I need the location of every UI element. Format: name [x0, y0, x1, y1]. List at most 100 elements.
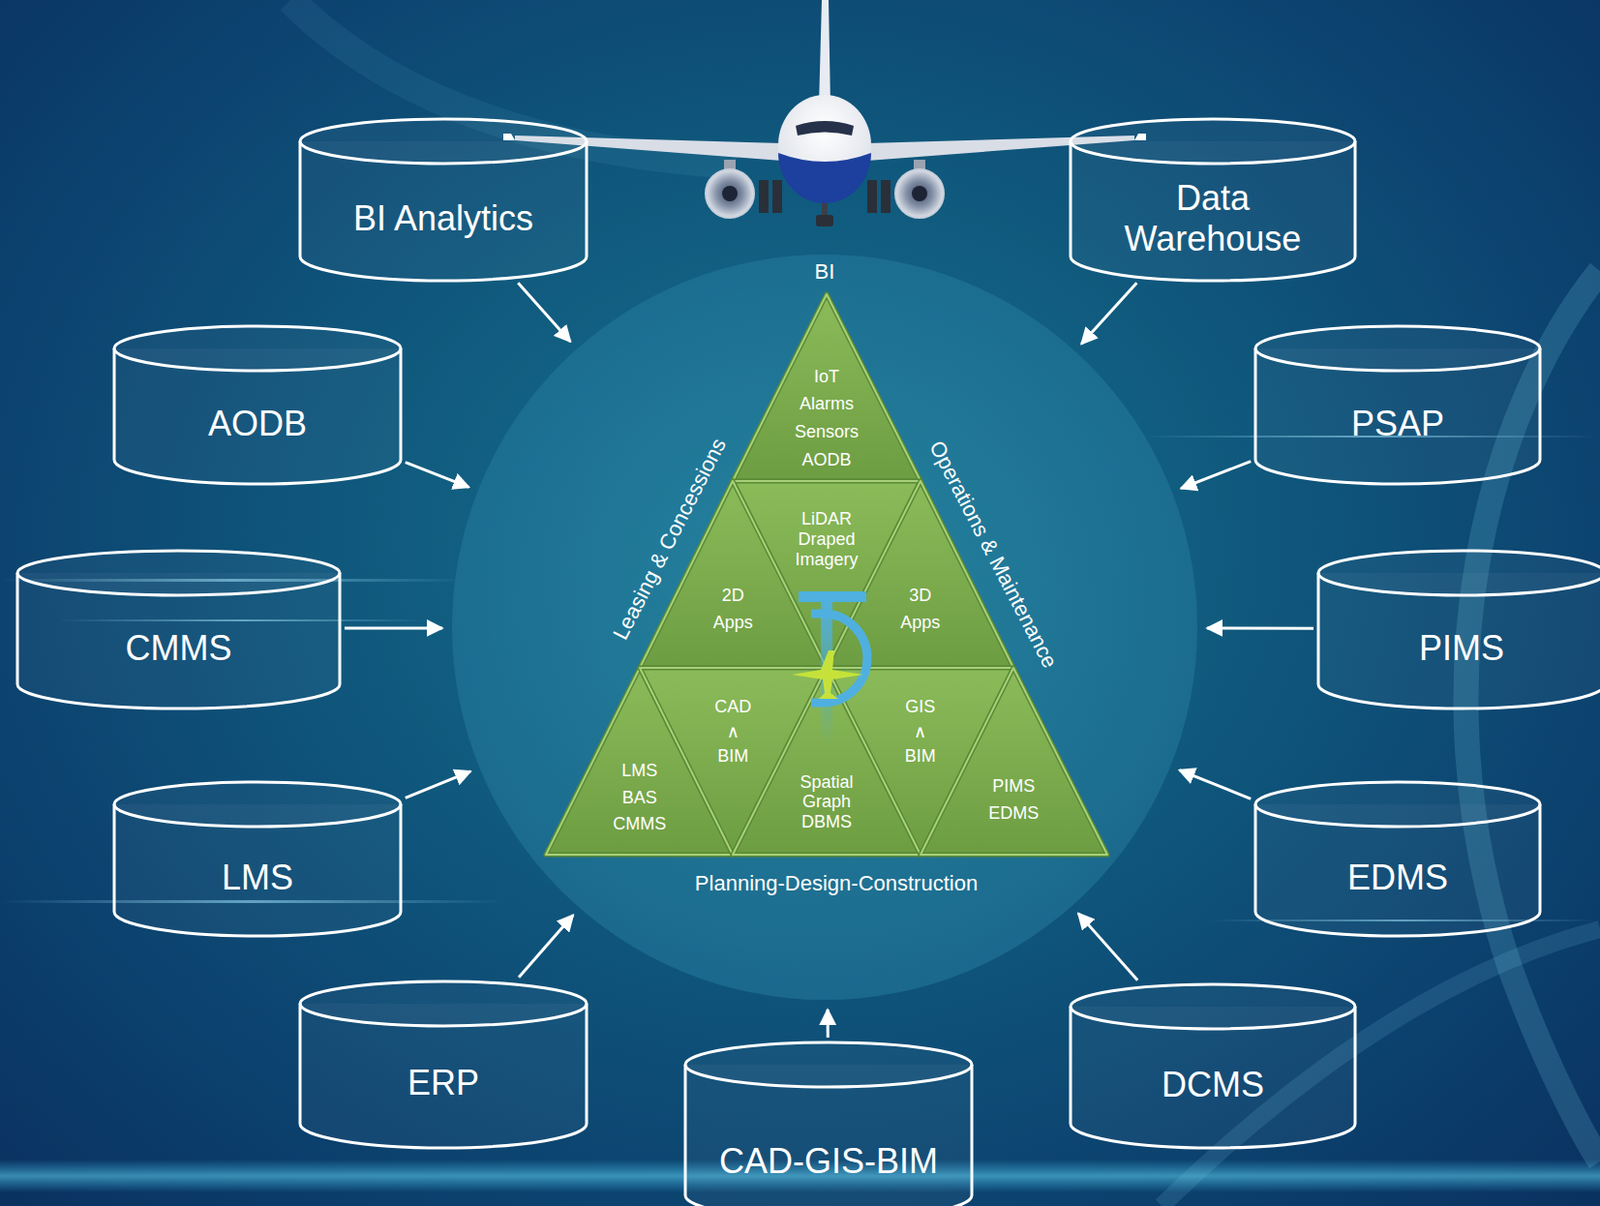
feed-arrow: [1180, 461, 1251, 489]
system-name: BI Analytics: [353, 198, 534, 239]
cell-text: LMS BAS CMMS: [612, 757, 666, 840]
system-name: LMS: [221, 857, 294, 898]
cell-label: IoT Alarms Sensors AODB: [794, 362, 859, 475]
engine-hub: [722, 185, 738, 202]
engine: [705, 169, 755, 218]
feed-arrow: [826, 1009, 830, 1038]
triangle-fill: [920, 667, 1108, 855]
cell-label: PIMS EDMS: [988, 773, 1039, 828]
triangle-cell: 3D Apps: [826, 481, 1014, 668]
feed-arrow: [405, 462, 470, 488]
cylinder-text: PIMS: [1316, 597, 1600, 699]
feed-arrow: [518, 914, 574, 977]
database-cylinder: EDMS: [1253, 780, 1542, 936]
cell-text: GIS ∧ BIM: [905, 695, 936, 770]
feed-arrow: [1081, 282, 1137, 344]
triangle-cell: PIMS EDMS: [920, 667, 1108, 855]
engine: [895, 169, 944, 218]
cylinder-top: [1255, 782, 1540, 827]
tail-fin: [818, 0, 831, 107]
cell-label: LiDAR Draped Imagery: [794, 509, 858, 570]
cell-text: LiDAR Draped Imagery: [794, 509, 858, 570]
triangle-edge: [826, 481, 1014, 668]
cell-label: 2D Apps: [713, 581, 754, 638]
system-name: AODB: [208, 403, 307, 444]
cylinder-top: [114, 782, 401, 827]
cylinder-top: [1255, 326, 1540, 371]
cell-label: LMS BAS CMMS: [612, 757, 666, 840]
landing-gear: [880, 180, 891, 213]
cylinder-text: LMS: [112, 828, 403, 927]
triangle-edge: [920, 667, 1108, 855]
landing-gear: [867, 180, 877, 213]
triangle-cell: 2D Apps: [639, 481, 827, 668]
fuselage-belly: [778, 152, 872, 204]
triangle-edge: [639, 481, 827, 668]
database-cylinder: ERP: [298, 979, 589, 1148]
feed-arrow: [517, 282, 571, 342]
system-name: DCMS: [1161, 1064, 1265, 1105]
cell-label: 3D Apps: [900, 581, 940, 638]
logo-d: [811, 613, 868, 703]
cylinder-text: CAD-GIS-BIM: [683, 1088, 974, 1206]
database-cylinder: AODB: [112, 324, 403, 484]
cylinder-text: DCMS: [1068, 1030, 1358, 1139]
cylinder-top: [300, 119, 587, 164]
feed-arrow: [1178, 770, 1251, 800]
triangle-fill: [639, 481, 827, 668]
hub-circle: BILeasing & ConcessionsOperations & Main…: [452, 254, 1198, 1000]
cylinder-text: AODB: [112, 372, 403, 475]
swirl: [1161, 929, 1600, 1206]
cylinder-text: Data Warehouse: [1068, 165, 1358, 272]
cylinder-text: CMMS: [15, 597, 342, 699]
cell-text: PIMS EDMS: [988, 773, 1039, 828]
database-cylinder: BI Analytics: [298, 117, 589, 281]
side-label: BI: [815, 259, 836, 285]
nose-wheel: [815, 214, 834, 227]
cell-text: 3D Apps: [900, 581, 940, 638]
system-name: ERP: [407, 1062, 480, 1103]
triangle-fill: [732, 294, 921, 482]
cylinder-text: EDMS: [1253, 828, 1542, 927]
cylinder-top: [1070, 984, 1356, 1029]
database-cylinder: DCMS: [1068, 982, 1358, 1148]
cylinder-top: [114, 326, 401, 371]
airplane-illustration: [503, 0, 1147, 227]
triangle-shape: [826, 481, 1014, 668]
system-name: PIMS: [1418, 628, 1505, 668]
engine-hub: [911, 185, 928, 202]
cell-text: Spatial Graph DBMS: [799, 772, 853, 833]
triangle-edge: [732, 294, 921, 482]
logo-bar: [798, 591, 867, 603]
system-name: PSAP: [1351, 403, 1445, 444]
cylinder-top: [17, 550, 340, 596]
feed-arrow: [1207, 626, 1314, 630]
triangle-shape: [639, 481, 827, 668]
side-label: Planning-Design-Construction: [694, 871, 978, 897]
cell-text: CAD ∧ BIM: [714, 695, 752, 770]
database-cylinder: PIMS: [1316, 548, 1600, 709]
logo-stem: [820, 600, 833, 746]
cylinder-top: [685, 1042, 972, 1087]
feed-arrow: [405, 771, 471, 798]
database-cylinder: Data Warehouse: [1068, 117, 1358, 281]
cell-label: Spatial Graph DBMS: [799, 772, 853, 833]
triangle-fill: [826, 481, 1014, 668]
feed-arrow: [1078, 913, 1138, 981]
logo-plane: [791, 650, 864, 699]
cylinder-top: [1070, 119, 1356, 164]
landing-gear: [758, 180, 769, 213]
landing-gear: [772, 180, 783, 213]
database-cylinder: CAD-GIS-BIM: [683, 1040, 974, 1206]
cylinder-top: [1318, 550, 1600, 596]
cell-text: 2D Apps: [713, 581, 754, 638]
triangle-cell: IoT Alarms Sensors AODB: [732, 294, 921, 482]
swirl: [290, 0, 736, 165]
cylinder-top: [300, 981, 587, 1027]
database-cylinder: CMMS: [15, 548, 342, 709]
cylinder-outline: [683, 1040, 974, 1206]
cell-label: CAD ∧ BIM: [714, 695, 752, 770]
cylinder-text: PSAP: [1253, 372, 1542, 475]
cockpit-windows: [795, 120, 854, 136]
